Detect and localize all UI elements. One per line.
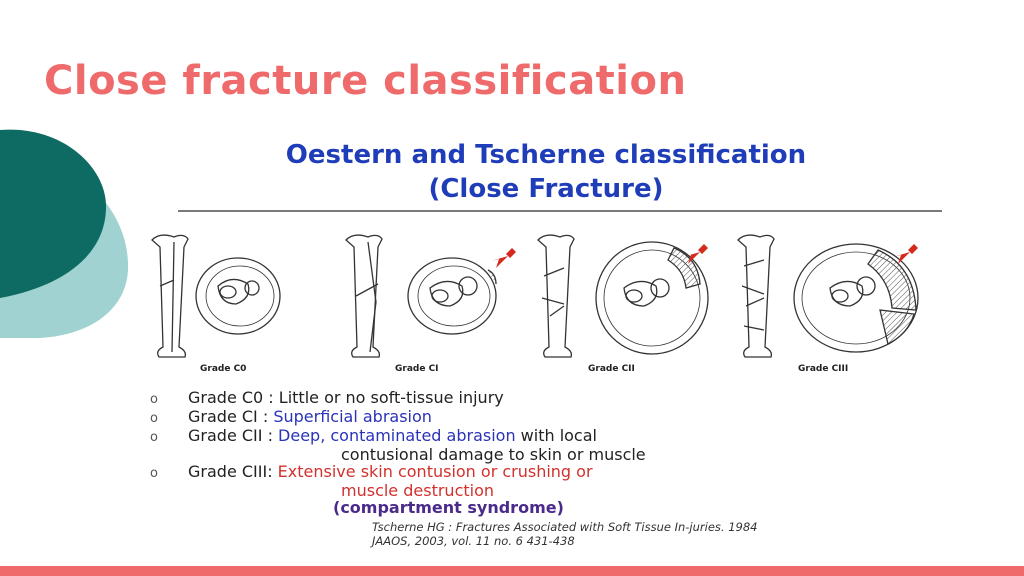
legend-grade: Grade CII : [188, 426, 279, 445]
leg-cross-section-icon [793, 243, 919, 353]
bone-icon [345, 234, 383, 358]
classification-figure: Oestern and Tscherne classification (Clo… [140, 130, 952, 555]
grade-illustrations [151, 234, 919, 358]
dark-teal-shape [0, 129, 107, 298]
bullet-icon: o [150, 411, 158, 426]
grade-c0-illustration [151, 234, 281, 358]
legend-row-cii: o Grade CII : Deep, contaminated abrasion… [150, 427, 646, 446]
legend-row-cii-continuation: contusional damage to skin or muscle [150, 446, 646, 463]
bullet-icon: o [150, 430, 158, 445]
legend-grade: Grade C0 : [188, 388, 279, 407]
figure-title: Oestern and Tscherne classification [285, 140, 807, 170]
red-arrow-icon [893, 244, 918, 264]
grade-cii-illustration [537, 234, 709, 358]
red-arrow-icon [491, 248, 516, 268]
decorative-shapes [0, 129, 129, 338]
reference-line-2: JAAOS, 2003, vol. 11 no. 6 431-438 [372, 534, 575, 548]
legend-continuation: muscle destruction [341, 481, 495, 500]
legend-grade: Grade CI : [188, 407, 274, 426]
divider [178, 210, 942, 212]
leg-cross-section-icon [195, 257, 281, 335]
leg-cross-section-icon [407, 257, 497, 335]
legend-row-ciii-note: (compartment syndrome) [150, 499, 646, 516]
bullet-icon: o [150, 392, 158, 407]
red-arrow-icon [683, 244, 708, 264]
grade-cii-label: Grade CII [588, 364, 635, 374]
grade-legend: o Grade C0 : Little or no soft-tissue inj… [150, 389, 646, 516]
legend-desc: Deep, contaminated abrasion [278, 426, 516, 445]
reference-line-1: Tscherne HG : Fractures Associated with … [372, 520, 758, 534]
legend-desc-tail: with local [515, 426, 597, 445]
legend-grade: Grade CIII: [188, 462, 278, 481]
legend-desc: Superficial abrasion [273, 407, 432, 426]
bone-icon [537, 234, 575, 358]
leg-cross-section-icon [595, 241, 709, 355]
grade-c0-label: Grade C0 [200, 364, 247, 374]
figure-subtitle: (Close Fracture) [428, 174, 664, 204]
grade-ci-illustration [345, 234, 516, 358]
slide-title: Close fracture classification [44, 58, 687, 104]
grade-ciii-label: Grade CIII [798, 364, 849, 374]
bone-icon [737, 234, 775, 358]
reference: Tscherne HG : Fractures Associated with … [372, 520, 758, 548]
legend-continuation: contusional damage to skin or muscle [341, 445, 646, 464]
legend-note: (compartment syndrome) [333, 498, 564, 517]
legend-row-ci: o Grade CI : Superficial abrasion [150, 408, 646, 427]
legend-row-ciii: o Grade CIII: Extensive skin contusion or… [150, 463, 646, 482]
bottom-accent-bar [0, 566, 1024, 576]
bone-icon [151, 234, 189, 358]
grade-ciii-illustration [737, 234, 919, 358]
legend-row-ciii-continuation: muscle destruction [150, 482, 646, 499]
legend-desc: Little or no soft-tissue injury [278, 388, 504, 407]
grade-ci-label: Grade CI [395, 364, 439, 374]
legend-desc: Extensive skin contusion or crushing or [277, 462, 593, 481]
legend-row-c0: o Grade C0 : Little or no soft-tissue inj… [150, 389, 646, 408]
bullet-icon: o [150, 466, 158, 481]
